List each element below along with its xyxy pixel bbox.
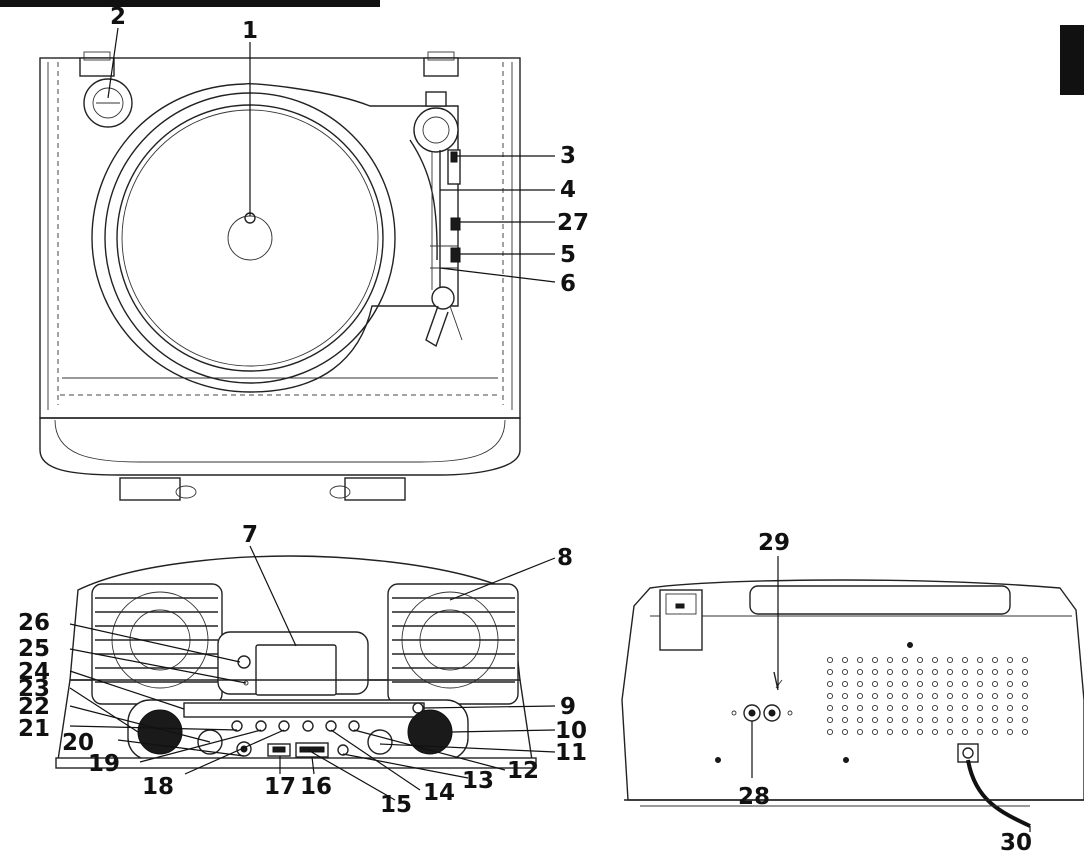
callout-26: 26 (18, 610, 50, 636)
callout-4: 4 (560, 177, 576, 203)
callout-9: 9 (560, 694, 576, 720)
left-speaker-grille-slats (95, 597, 218, 683)
callout-21: 21 (18, 716, 50, 742)
callout-24: 24 (18, 659, 50, 685)
callout-18: 18 (142, 774, 174, 800)
callout-19: 19 (88, 751, 120, 777)
callout-17: 17 (264, 774, 296, 800)
callout-23: 23 (18, 676, 50, 702)
rear-view-drawing (621, 579, 1084, 828)
callout-13: 13 (462, 768, 494, 794)
callout-30: 30 (1000, 830, 1032, 856)
callout-25: 25 (18, 636, 50, 662)
callout-10: 10 (555, 718, 587, 744)
callout-5: 5 (560, 242, 576, 268)
front-view-drawing (55, 555, 537, 769)
callout-28: 28 (738, 784, 770, 810)
callout-14: 14 (423, 780, 455, 806)
callout-16: 16 (300, 774, 332, 800)
callout-15: 15 (380, 792, 412, 818)
callout-3: 3 (560, 143, 576, 169)
cropped-header-fragment (0, 0, 1084, 95)
callout-2: 2 (110, 4, 126, 30)
rear-vent-holes (826, 656, 1029, 736)
leader-lines (69, 27, 1031, 832)
callout-6: 6 (560, 271, 576, 297)
callout-numbers: 1 2 3 4 27 5 6 7 8 26 25 24 23 22 21 20 … (18, 4, 1032, 856)
callout-29: 29 (758, 530, 790, 556)
callout-7: 7 (242, 522, 258, 548)
callout-20: 20 (62, 730, 94, 756)
callout-12: 12 (507, 758, 539, 784)
callout-22: 22 (18, 694, 50, 720)
callout-11: 11 (555, 740, 587, 766)
callout-27: 27 (557, 210, 589, 236)
callout-1: 1 (242, 18, 258, 44)
callout-8: 8 (557, 545, 573, 571)
top-view-drawing (39, 51, 521, 501)
